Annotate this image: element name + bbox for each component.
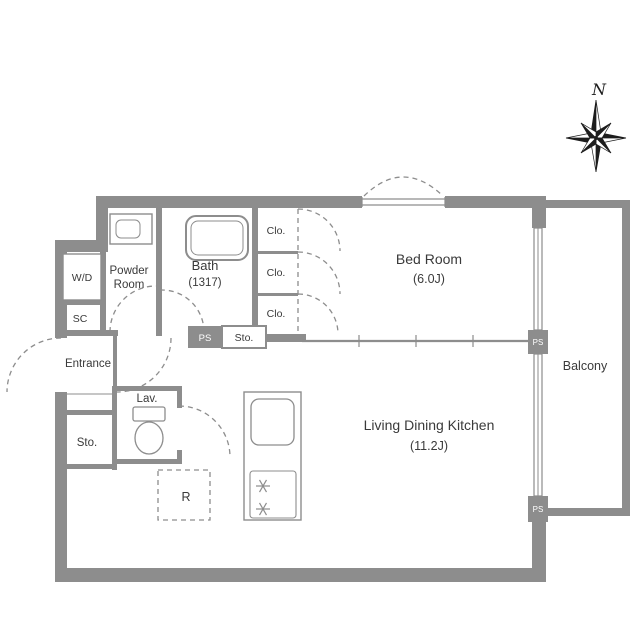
- wall-powder-bottom: [100, 330, 112, 336]
- wall-lav-top: [112, 386, 182, 391]
- outer-walls: [55, 196, 546, 582]
- toilet: [132, 406, 166, 455]
- powder-room-door-arc: [109, 285, 157, 333]
- closet-shelf-1: [258, 251, 298, 254]
- balcony-wall-bottom: [546, 508, 630, 516]
- wall-wd-sc: [58, 300, 102, 305]
- wall-lav-right-a: [177, 386, 182, 408]
- storage-entry-label: Sto.: [77, 437, 97, 449]
- refrigerator-space-outline: [157, 469, 211, 521]
- wall-sc-entrance: [55, 330, 118, 336]
- ps-hall-label: PS: [199, 333, 212, 344]
- bedroom-balcony-window: [533, 227, 543, 331]
- top-window-swing-arc: [363, 176, 444, 197]
- entrance-door-arc: [6, 337, 62, 393]
- ps-right-top-label: PS: [533, 338, 544, 347]
- hall-door-arc: [116, 337, 172, 393]
- ps-hall-box: [188, 326, 222, 348]
- bath-door-arc: [161, 289, 205, 333]
- compass-rose: [565, 99, 627, 173]
- storage-hall-box: [221, 325, 267, 349]
- entrance-label: Entrance: [65, 358, 111, 370]
- wall-lav-right-b: [177, 450, 182, 464]
- wall-top-left: [96, 196, 362, 208]
- wall-bottom: [55, 568, 546, 582]
- stove: [249, 470, 297, 519]
- closet-door-arc-1: [297, 208, 341, 252]
- wall-left-jog: [55, 240, 108, 252]
- balcony-wall-top: [546, 200, 630, 208]
- wall-left-upper: [96, 196, 108, 246]
- powder-room-label-line2: Room: [114, 279, 145, 291]
- balcony-wall-right: [622, 200, 630, 516]
- burner-icon-1: [256, 479, 270, 493]
- bath-label: Bath: [192, 258, 219, 273]
- windows: [361, 197, 543, 497]
- ldk-balcony-window: [533, 353, 543, 497]
- wall-bath-closet: [252, 208, 258, 334]
- ldk-dim-label: (11.2J): [410, 439, 448, 453]
- closet-label-2: Clo.: [267, 267, 286, 279]
- compass-center-dot: [594, 136, 598, 140]
- closet-door-arc-3: [297, 293, 339, 335]
- compass-point-nw-light: [580, 122, 597, 139]
- closet-label-1: Clo.: [267, 225, 286, 237]
- shoe-closet-label: SC: [73, 313, 88, 325]
- balcony-label: Balcony: [563, 359, 608, 373]
- wall-wd-powder: [100, 252, 106, 336]
- ldk-label: Living Dining Kitchen: [364, 417, 495, 433]
- wall-lav-left: [112, 386, 117, 470]
- ps-right-bottom-box: [528, 496, 548, 522]
- powder-room-label-line1: Powder: [110, 265, 149, 277]
- fixtures: [62, 213, 302, 521]
- washer-dryer-label: W/D: [72, 272, 93, 284]
- lavatory-door-arc: [178, 405, 231, 458]
- wall-right-upper: [532, 196, 546, 228]
- north-label: N: [591, 80, 607, 99]
- closet-door-arc-2: [297, 251, 341, 295]
- ps-right-top-box: [528, 330, 548, 354]
- wall-sto-top: [60, 410, 112, 415]
- lavatory-label: Lav.: [137, 393, 158, 405]
- balcony-walls: [546, 200, 630, 516]
- ps-right-bottom-label: PS: [533, 505, 544, 514]
- wall-entrance-step: [113, 336, 117, 414]
- bath-dim-label: (1317): [188, 277, 221, 289]
- service-boxes: [188, 325, 548, 522]
- wall-sto-bottom: [60, 464, 117, 469]
- storage-hall-label: Sto.: [235, 332, 254, 344]
- bedroom-label: Bed Room: [396, 251, 462, 267]
- bedroom-partition: [302, 335, 530, 347]
- washbasin: [109, 213, 153, 245]
- closet-label-3: Clo.: [267, 308, 286, 320]
- room-labels: Bath (1317) Powder Room W/D SC Entrance …: [65, 225, 608, 514]
- wall-right-lower: [532, 522, 546, 572]
- door-swings: [6, 176, 444, 521]
- bedroom-dim-label: (6.0J): [413, 272, 445, 286]
- wall-powder-bath: [156, 208, 162, 336]
- bathtub: [185, 215, 249, 261]
- closet-shelf-2: [258, 293, 298, 296]
- wall-lav-bottom: [112, 459, 182, 464]
- washer-dryer-box: [62, 253, 102, 301]
- wall-closet-bottom: [252, 334, 306, 342]
- wall-left-lower: [55, 392, 67, 582]
- burner-icon-2: [256, 502, 270, 516]
- bedroom-top-window: [361, 197, 446, 207]
- kitchen-sink: [250, 398, 295, 446]
- refrigerator-label: R: [181, 490, 190, 504]
- wall-top-right: [445, 196, 546, 208]
